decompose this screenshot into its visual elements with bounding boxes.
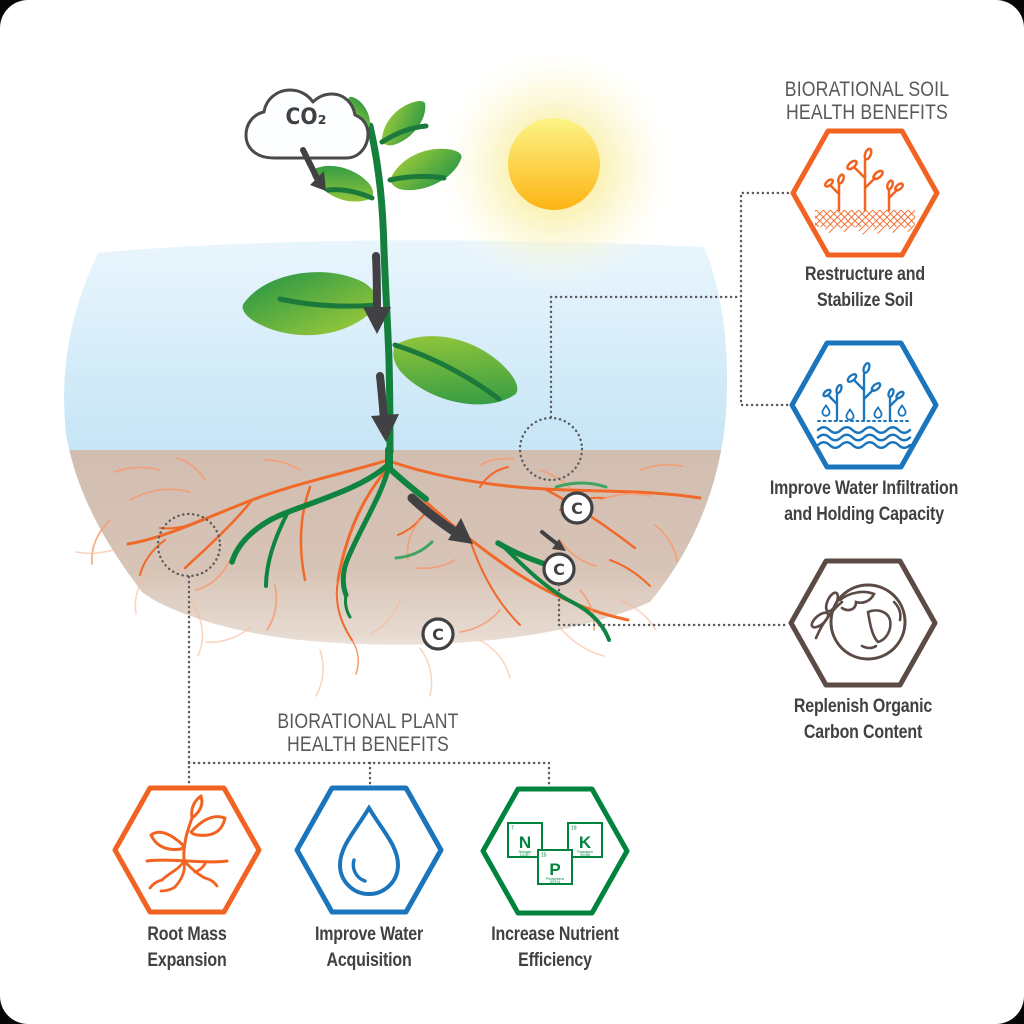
caption-carbon-content: Replenish Organic Carbon Content [762,694,964,746]
caption-line: Root Mass [147,924,227,945]
hexagon-carbon-content [791,561,935,685]
stem-arrows [363,252,399,442]
hexagon-restructure-soil [793,131,937,255]
element-number: 19 [571,826,577,832]
connector-hex-right [739,191,795,407]
soil-arrow [407,493,457,535]
caption-line: Carbon Content [803,722,923,743]
root-zoom-circle [156,512,222,578]
co2-label: CO₂ [285,105,327,130]
element-name: Nitrogen [519,850,532,854]
caption-restructure-soil: Restructure and Stabilize Soil [764,262,966,314]
caption-line: Acquisition [326,950,412,971]
element-mass: 39.098 [580,853,590,857]
caption-line: Increase Nutrient [491,924,619,945]
caption-water-infiltration: Improve Water Infiltration and Holding C… [763,476,965,528]
caption-line: Improve Water [314,924,424,945]
caption-line: Improve Water Infiltration [769,478,959,499]
water-drop-icon [337,804,401,896]
caption-line: Restructure and [805,264,925,285]
element-symbol: P [549,860,560,879]
co2-arrow [300,147,320,181]
carbon-flow-arrows [407,493,566,551]
caption-line: Expansion [147,950,227,971]
soil-structure-icon [815,147,915,235]
water-infiltration-icon [816,362,912,449]
header-line: BIORATIONAL SOIL [784,78,950,101]
element-mass: 14.007 [520,853,530,857]
hexagon-water-infiltration [792,343,936,467]
connector-plant-benefits [187,575,551,793]
element-mass: 30.974 [550,880,560,884]
orange-roots [75,457,702,697]
header-line: BIORATIONAL PLANT [277,710,459,733]
plant [242,92,527,456]
root-mass-icon [145,794,229,893]
sun [436,48,676,288]
carbon-symbol: C [571,499,583,518]
element-number: 15 [541,853,547,859]
npk-icon: 7 N Nitrogen 14.007 19 K Potassium 39.09… [507,822,603,885]
element-symbol: K [579,833,592,852]
plant-stem [366,122,394,456]
hexagon-root-mass [115,788,259,912]
caption-line: Replenish Organic [793,696,933,717]
carbon-symbol: C [553,560,565,579]
hexagon-water-acquisition [297,788,441,912]
element-number: 7 [511,826,514,832]
element-symbol: N [519,833,531,852]
header-line: HEALTH BENEFITS [786,100,948,124]
carbon-marker-circle [421,617,455,651]
hexagon-nutrient-efficiency: 7 N Nitrogen 14.007 19 K Potassium 39.09… [483,789,627,913]
element-name: Phosphorus [546,877,564,881]
sun-disc [508,118,600,210]
caption-line: and Holding Capacity [784,504,944,525]
caption-line: Stabilize Soil [816,290,914,311]
field-backdrop [64,240,728,645]
leaf-veins [277,123,502,402]
caption-water-acquisition: Improve Water Acquisition [268,922,470,974]
co2-cloud [244,88,370,191]
carbon-markers: C C C [421,491,594,651]
element-name: Potassium [577,850,593,854]
earth-leaf-icon [810,583,907,661]
soil-region [64,450,728,645]
carbon-symbol: C [432,625,444,644]
caption-root-mass: Root Mass Expansion [86,922,288,974]
connector-carbon [557,583,791,627]
small-arrow [540,530,558,545]
dotted-connectors [156,191,795,793]
connector-soil-benefits [549,295,743,419]
header-line: HEALTH BENEFITS [287,732,449,756]
caption-nutrient-efficiency: Increase Nutrient Efficiency [454,922,656,974]
caption-line: Efficiency [518,950,592,971]
soil-benefits-header: BIORATIONAL SOIL HEALTH BENEFITS [766,78,968,124]
plant-benefits-header: BIORATIONAL PLANT HEALTH BENEFITS [267,710,469,756]
carbon-marker-circle [560,491,594,525]
